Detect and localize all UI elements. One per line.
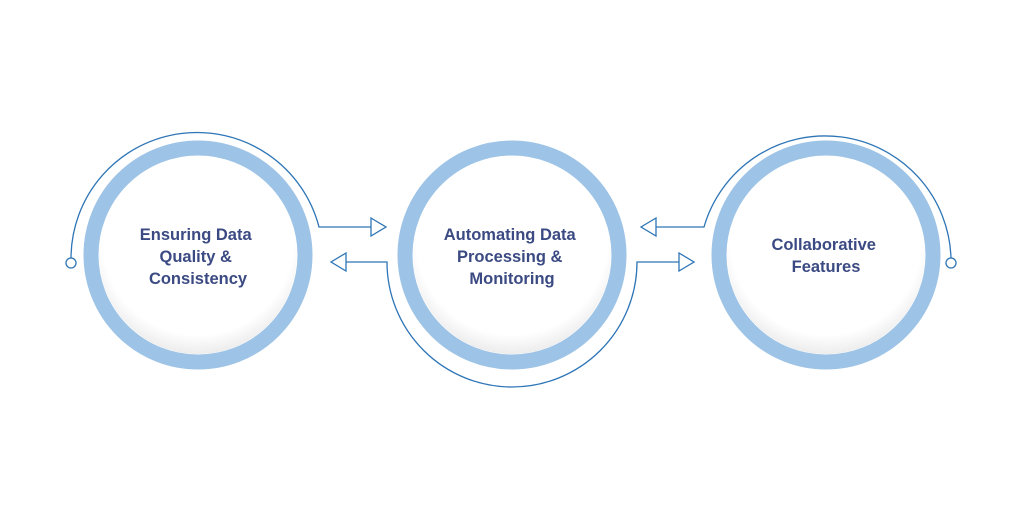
node-ring — [397, 140, 627, 370]
node-disc — [99, 156, 297, 354]
endpoint-dot-left — [65, 257, 77, 269]
node-label: Automating Data Processing & Monitoring — [444, 226, 581, 288]
node-label-line: Features — [792, 258, 861, 276]
node-label-line: Ensuring Data — [140, 226, 253, 244]
arrow-right-to-automation — [370, 216, 388, 238]
arrow-left-to-automation — [639, 216, 657, 238]
arrowheads — [329, 216, 696, 273]
arrow-left-to-quality — [329, 251, 347, 273]
node-label: Ensuring Data Quality & Consistency — [140, 226, 256, 288]
outer-arc-left — [70, 131, 371, 259]
arrow-right-to-collab — [678, 251, 696, 273]
node-label-line: Consistency — [149, 270, 248, 288]
node-label-line: Automating Data — [444, 226, 577, 244]
node-disc — [727, 156, 925, 354]
node-label-line: Processing & — [457, 248, 563, 266]
endpoint-dot-right — [945, 257, 957, 269]
node-automation: Automating Data Processing & Monitoring — [397, 140, 627, 370]
node-label-line: Collaborative — [771, 236, 876, 254]
connector-lines — [65, 131, 957, 388]
node-disc — [413, 156, 611, 354]
node-ring — [711, 140, 941, 370]
node-label-line: Monitoring — [469, 270, 554, 288]
node-collab: Collaborative Features — [711, 140, 941, 370]
outer-arc-right — [656, 135, 952, 259]
node-ring — [83, 140, 313, 370]
node-label: Collaborative Features — [771, 236, 880, 276]
node-quality: Ensuring Data Quality & Consistency — [83, 140, 313, 370]
connector-back-to-quality — [346, 261, 679, 388]
node-label-line: Quality & — [159, 248, 232, 266]
